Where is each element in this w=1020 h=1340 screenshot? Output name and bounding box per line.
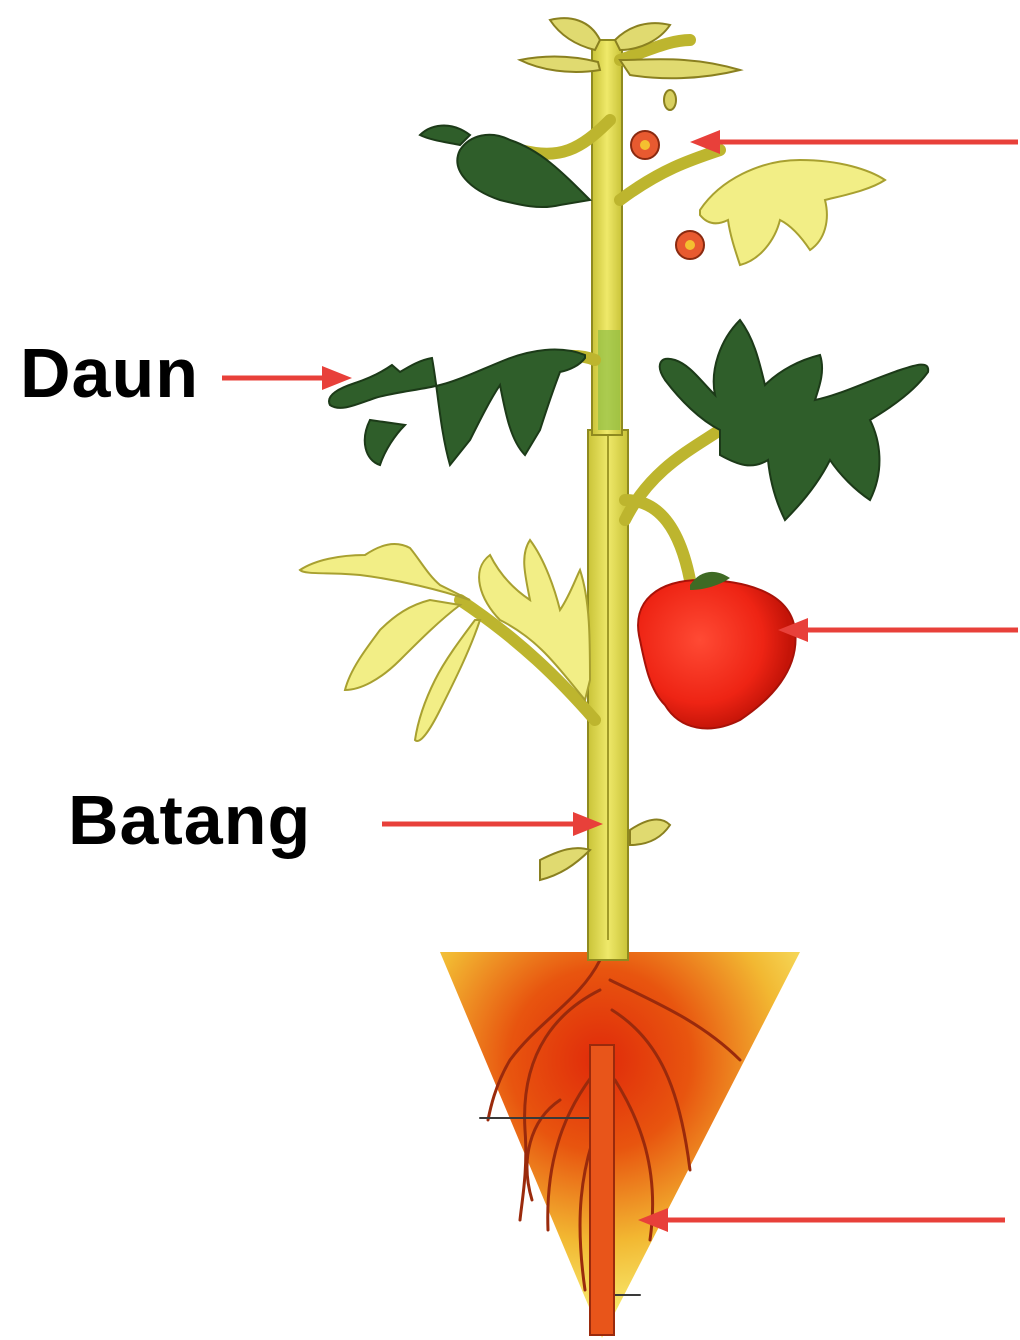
soil-root-zone	[440, 952, 800, 1338]
label-stem: Batang	[68, 785, 311, 855]
arrow-right-icon	[382, 812, 603, 836]
leaf-light-middle-left	[300, 540, 590, 741]
taproot	[590, 1045, 614, 1335]
tomato-fruit	[638, 572, 795, 729]
arrow-left-icon	[690, 130, 1020, 154]
arrow-left-icon	[778, 618, 1020, 642]
leaf-light-top-right	[700, 160, 885, 265]
arrow-left-icon	[638, 1208, 1008, 1232]
arrow-right-icon	[222, 366, 352, 390]
label-leaf: Daun	[20, 338, 199, 408]
leaf-dark-top-left	[420, 126, 590, 208]
leaf-dark-left	[329, 350, 585, 465]
leaf-dark-right	[660, 320, 928, 520]
